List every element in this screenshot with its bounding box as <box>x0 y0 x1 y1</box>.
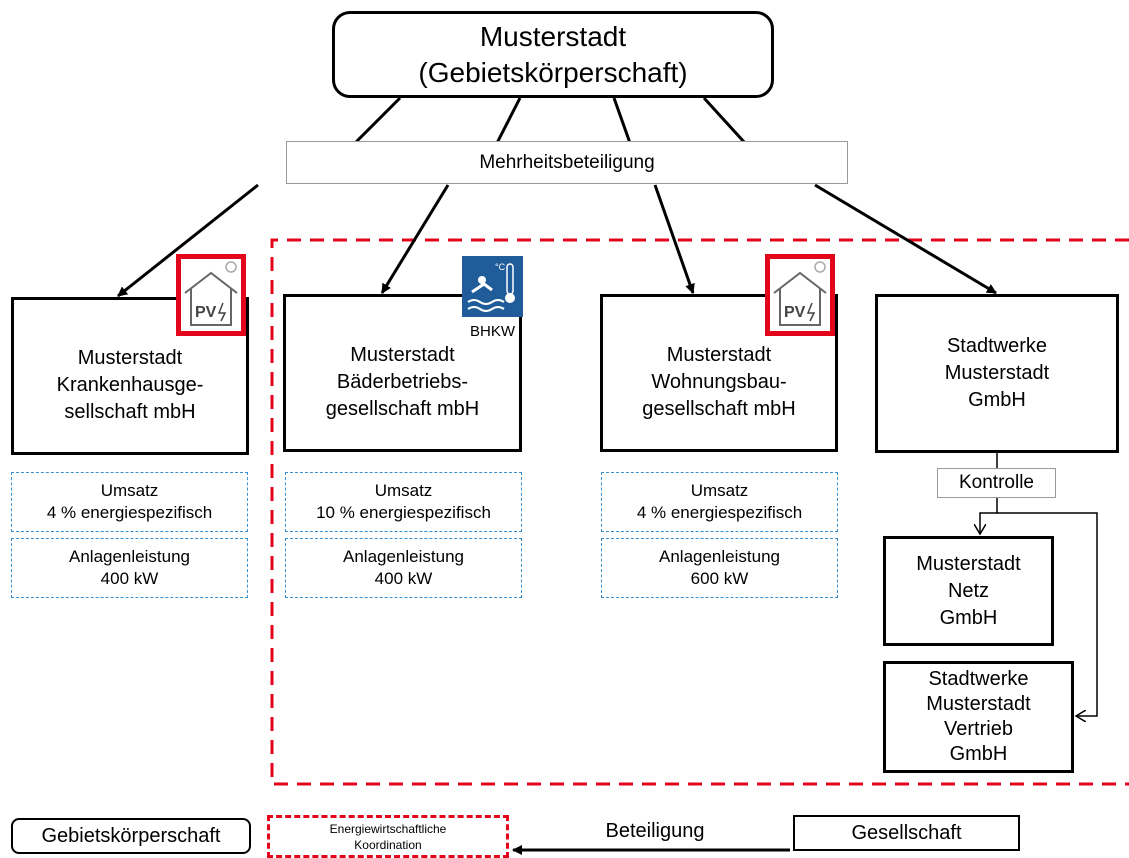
entity-line: Musterstadt <box>916 552 1021 575</box>
pv-text: PV <box>195 304 217 321</box>
entity-line: gesellschaft mbH <box>325 397 480 420</box>
info-umsatz-baeder: Umsatz 10 % energiespezifisch <box>285 472 522 532</box>
pv-text: PV <box>784 304 806 321</box>
control-arrow-vertrieb <box>997 512 1098 716</box>
pv-roof-graphic: PV <box>181 259 241 331</box>
majority-participation-label: Mehrheitsbeteiligung <box>286 141 848 184</box>
info-umsatz-krankenhaus: Umsatz 4 % energiespezifisch <box>11 472 248 532</box>
entity-line: Bäderbetriebs- <box>336 370 469 393</box>
legend-beteiligung: Beteiligung <box>605 820 705 842</box>
entity-line: GmbH <box>939 606 998 629</box>
entity-line: Musterstadt <box>350 343 455 366</box>
entity-line: gesellschaft mbH <box>642 397 796 420</box>
pv-roof-icon: PV <box>176 254 246 336</box>
entity-line: Musterstadt <box>926 693 1031 715</box>
entity-stadtwerke: Stadtwerke Musterstadt GmbH <box>875 294 1119 453</box>
entity-line: GmbH <box>949 743 1008 765</box>
entity-line: Krankenhausge- <box>56 373 204 396</box>
control-label: Kontrolle <box>937 468 1056 498</box>
arrow-baeder <box>380 184 450 294</box>
entity-line: Stadtwerke <box>928 668 1029 690</box>
entity-line: Musterstadt <box>77 346 183 369</box>
bhkw-graphic: °C <box>462 256 523 317</box>
entity-line: Musterstadt <box>666 343 772 366</box>
entity-line: Wohnungsbau- <box>651 370 787 393</box>
arrow-wohnungsbau <box>653 184 695 294</box>
svg-text:°C: °C <box>495 262 506 272</box>
entity-line: Stadtwerke <box>946 335 1048 357</box>
bhkw-swimming-icon: °C <box>462 256 523 317</box>
root-entity: Musterstadt (Gebietskörperschaft) <box>332 11 774 98</box>
entity-line: Musterstadt <box>944 362 1050 384</box>
entity-netz: Musterstadt Netz GmbH <box>883 536 1054 646</box>
control-arrow-netz <box>980 498 998 534</box>
bhkw-label: BHKW <box>470 323 515 340</box>
info-leistung-baeder: Anlagenleistung 400 kW <box>285 538 522 598</box>
entity-line: sellschaft mbH <box>64 400 196 423</box>
arrow-stadtwerke <box>814 183 997 295</box>
legend-gebietskoerperschaft: Gebietskörperschaft <box>11 818 251 854</box>
entity-line: GmbH <box>968 389 1026 411</box>
entity-line: Vertrieb <box>944 718 1013 740</box>
legend-gesellschaft: Gesellschaft <box>793 815 1020 851</box>
root-line-2: (Gebietskörperschaft) <box>418 56 688 88</box>
info-leistung-wohnungsbau: Anlagenleistung 600 kW <box>601 538 838 598</box>
coordination-boundary <box>270 238 1129 786</box>
arrow-krankenhaus <box>117 183 259 298</box>
info-umsatz-wohnungsbau: Umsatz 4 % energiespezifisch <box>601 472 838 532</box>
entity-line: Netz <box>947 579 990 602</box>
pv-roof-graphic: PV <box>770 259 830 331</box>
root-line-1: Musterstadt <box>479 20 627 52</box>
legend-koordination: Energiewirtschaftliche Koordination <box>267 815 509 858</box>
entity-vertrieb: Stadtwerke Musterstadt Vertrieb GmbH <box>883 661 1074 773</box>
info-leistung-krankenhaus: Anlagenleistung 400 kW <box>11 538 248 598</box>
pv-roof-icon: PV <box>765 254 835 336</box>
entity-baeder: Musterstadt Bäderbetriebs- gesellschaft … <box>283 294 522 452</box>
entity-krankenhaus: Musterstadt Krankenhausge- sellschaft mb… <box>11 297 249 455</box>
